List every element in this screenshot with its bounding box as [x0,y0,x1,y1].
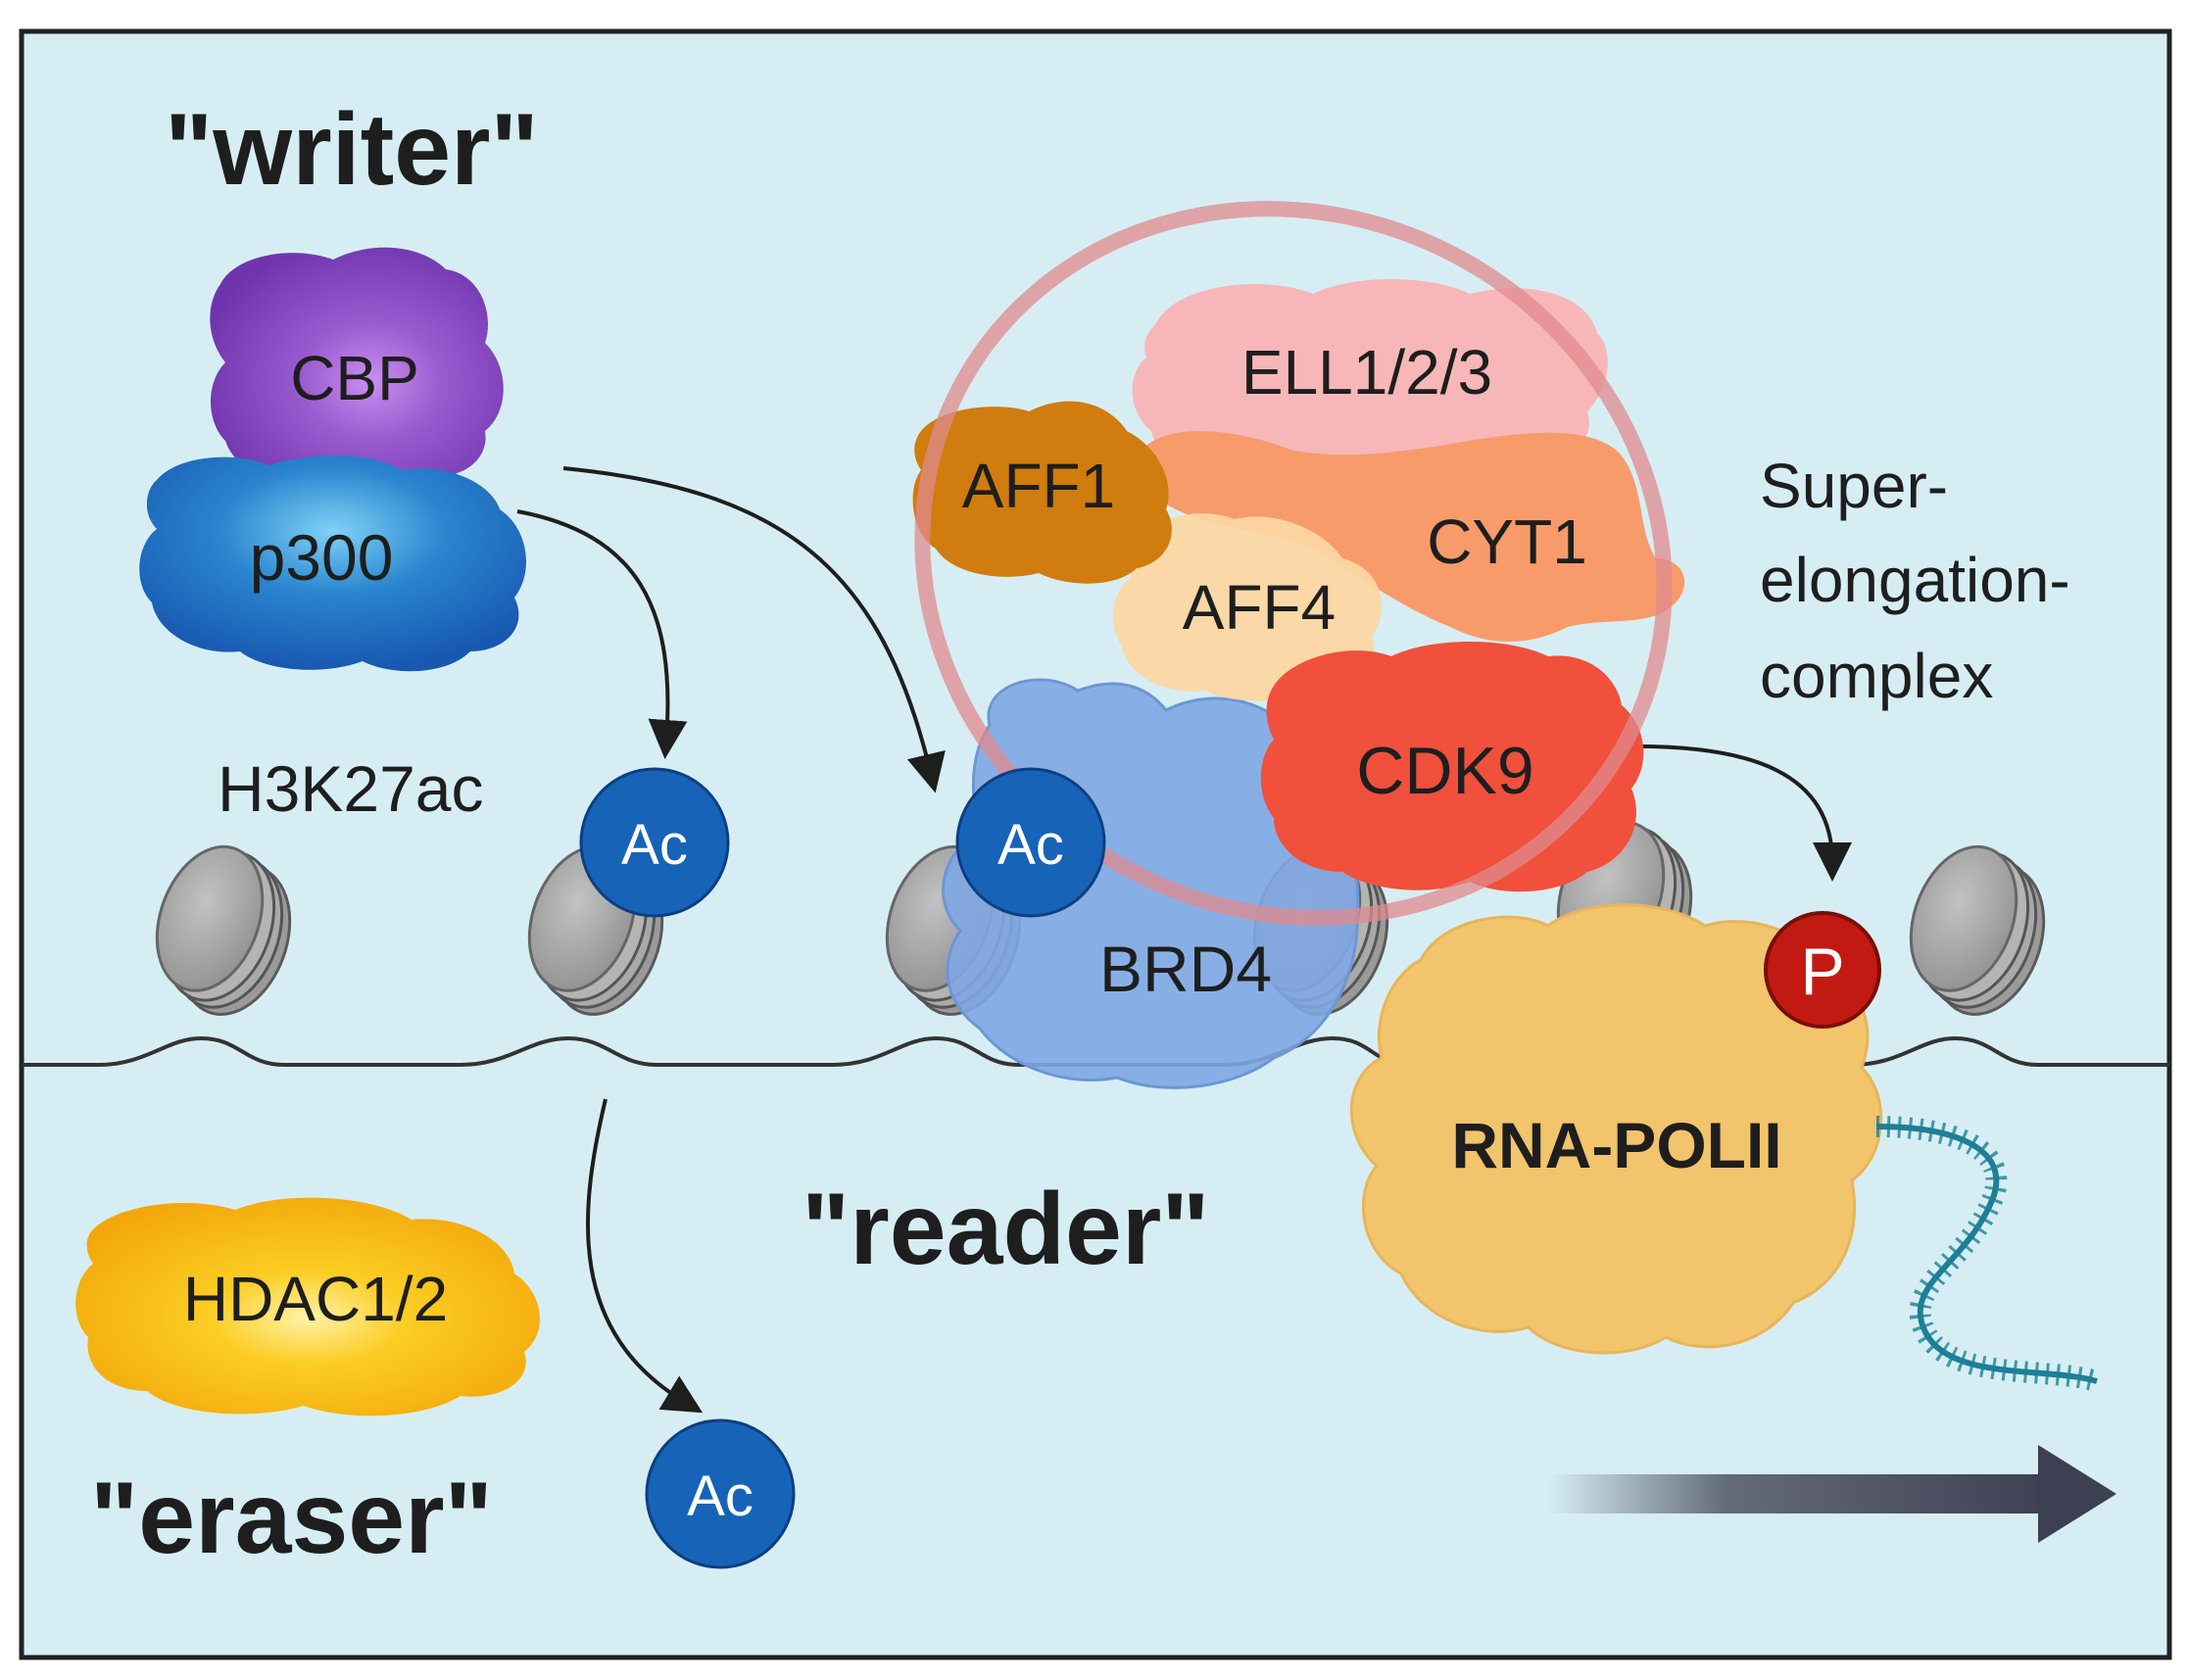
ac-badge-text: Ac [997,813,1064,877]
arrow-cbp-to-reader [562,466,946,793]
rna-polii-label: RNA-POLII [1451,1109,1781,1181]
transcription-direction-head [2038,1445,2116,1543]
arrow-cdk9-to-phosphorylation [1624,744,1852,882]
h3k27ac-label: H3K27ac [218,752,484,825]
writer-label: "writer" [165,93,539,207]
phosphate-badge-text: P [1800,935,1844,1009]
aff1-label: AFF1 [962,451,1115,521]
cyt1-protein: CYT1 [1137,431,1685,642]
aff1-protein: AFF1 [912,401,1172,584]
ac-badge-removed: Ac [645,1418,796,1569]
cdk9-label: CDK9 [1356,734,1533,808]
ac-badge-h3k27ac: Ac [579,767,730,918]
p300-protein: p300 [139,455,526,672]
sec-label-line2: elongation- [1760,545,2070,615]
p300-label: p300 [250,521,394,594]
aff4-protein: AFF4 [1113,513,1382,701]
cdk9-protein: CDK9 [1260,642,1644,892]
sec-label-line1: Super- [1760,451,1948,521]
ac-badge-text: Ac [621,813,688,877]
sec-highlight-ring [914,201,1673,926]
ell-label: ELL1/2/3 [1241,337,1492,408]
cbp-label: CBP [290,343,419,413]
phosphate-badge: P [1764,911,1881,1029]
hdac-label: HDAC1/2 [183,1264,448,1334]
ac-badge-text: Ac [687,1464,754,1528]
dna-strand [22,1035,2169,1067]
arrow-p300-to-h3k27ac [516,509,688,759]
brd4-label: BRD4 [1099,933,1272,1005]
arrow-deacetylation [586,1098,704,1414]
aff4-label: AFF4 [1183,572,1336,643]
reader-label: "reader" [802,1173,1210,1286]
sec-label-line3: complex [1760,641,1993,711]
cbp-protein: CBP [210,247,504,491]
transcription-direction-bar [1548,1474,2058,1513]
rna-bases [1875,1116,2101,1392]
hdac-protein: HDAC1/2 [75,1197,541,1416]
ell-protein: ELL1/2/3 [1132,279,1608,476]
eraser-label: "eraser" [90,1462,493,1575]
ac-badge-reader: Ac [955,767,1106,918]
cyt1-label: CYT1 [1427,506,1587,577]
rna-polii-protein: RNA-POLII [1349,903,1883,1355]
